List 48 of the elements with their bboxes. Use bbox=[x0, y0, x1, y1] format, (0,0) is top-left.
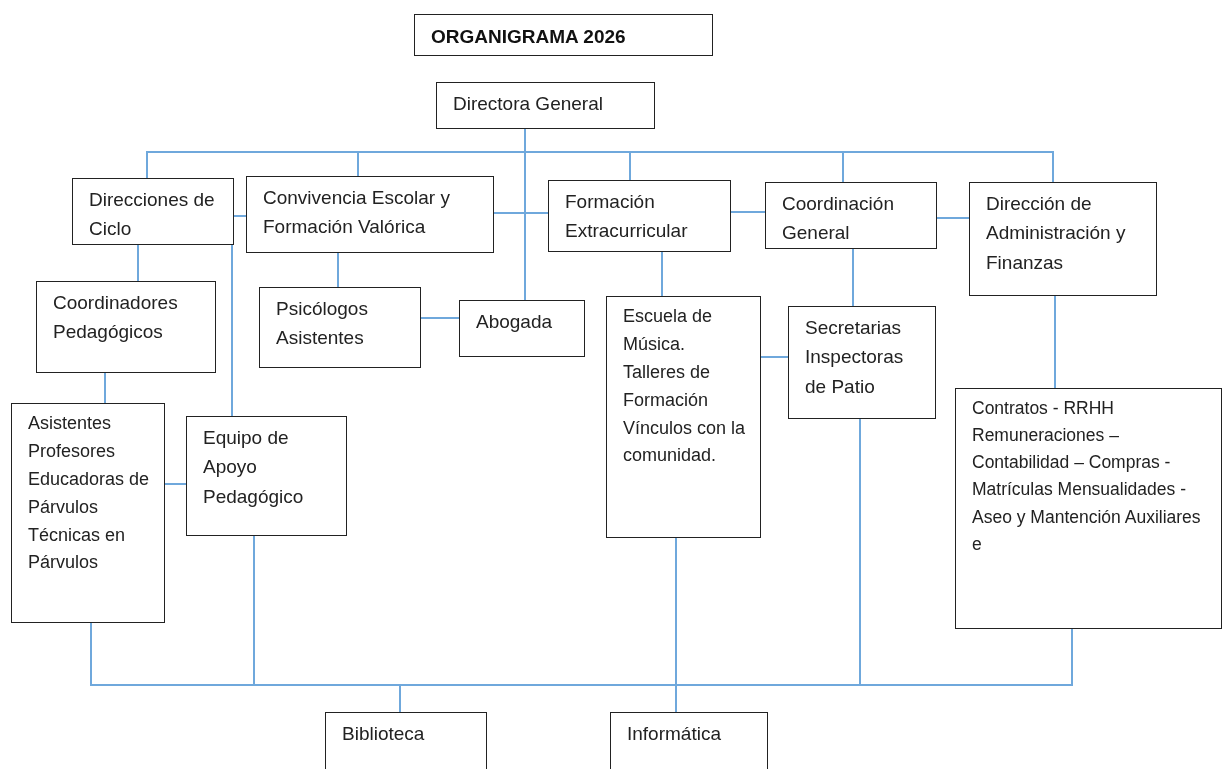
connector-line bbox=[1054, 295, 1056, 389]
org-unit-box bbox=[955, 388, 1222, 629]
connector-line bbox=[231, 244, 233, 417]
unit-name: Escuela de Música. Talleres de Formación Vínculos con la comunidad. bbox=[623, 305, 747, 468]
connector-line bbox=[233, 215, 247, 217]
connector-line bbox=[164, 483, 187, 485]
unit-name: Direcciones de Ciclo bbox=[89, 188, 216, 242]
connector-line bbox=[337, 252, 339, 288]
org-unit-box bbox=[72, 178, 234, 245]
unit-name: Coordinadores Pedagógicos bbox=[53, 291, 179, 345]
unit-name: Coordinación General bbox=[782, 192, 895, 246]
unit-name: Abogada bbox=[476, 310, 554, 334]
unit-name: Biblioteca bbox=[342, 722, 426, 746]
unit-name: Convivencia Escolar y Formación Valórica bbox=[263, 186, 451, 240]
unit-name: Directora General bbox=[453, 92, 604, 116]
connector-line bbox=[936, 217, 970, 219]
connector-line bbox=[730, 211, 766, 213]
org-unit-box bbox=[246, 176, 494, 253]
org-unit-box bbox=[36, 281, 216, 373]
org-unit-box bbox=[325, 712, 487, 769]
org-unit-box bbox=[459, 300, 585, 357]
unit-name: Formación Extracurricular bbox=[565, 190, 689, 244]
org-unit-box bbox=[548, 180, 731, 252]
unit-name: Informática bbox=[627, 722, 722, 746]
unit-name: Secretarias Inspectoras de Patio bbox=[805, 316, 905, 399]
connector-line bbox=[760, 356, 789, 358]
org-unit-box bbox=[969, 182, 1157, 296]
unit-name: Asistentes Profesores Educadoras de Párvulos Técnicas en Párvulos bbox=[28, 412, 151, 575]
connector-line bbox=[852, 248, 854, 307]
org-unit-box bbox=[765, 182, 937, 249]
org-unit-box bbox=[11, 403, 165, 623]
diagram-title: ORGANIGRAMA 2026 bbox=[414, 14, 713, 56]
org-unit-box bbox=[259, 287, 421, 368]
unit-name: Equipo de Apoyo Pedagógico bbox=[203, 426, 305, 509]
connector-line bbox=[137, 244, 139, 282]
connector-line bbox=[524, 128, 526, 301]
org-unit-box bbox=[436, 82, 655, 129]
org-unit-box bbox=[610, 712, 768, 769]
connector-line bbox=[493, 212, 549, 214]
unit-name: Dirección de Administración y Finanzas bbox=[986, 192, 1127, 275]
unit-name: Psicólogos Asistentes bbox=[276, 297, 369, 351]
connector-line bbox=[661, 251, 663, 297]
unit-name: Contratos - RRHH Remuneraciones – Contabilidad – Compras - Matrículas Mensualidades - Aseo y Mantención Auxiliares e bbox=[972, 397, 1202, 556]
connector-line bbox=[420, 317, 460, 319]
org-unit-box bbox=[186, 416, 347, 536]
connector-line bbox=[104, 372, 106, 404]
org-unit-box bbox=[788, 306, 936, 419]
org-unit-box bbox=[606, 296, 761, 538]
